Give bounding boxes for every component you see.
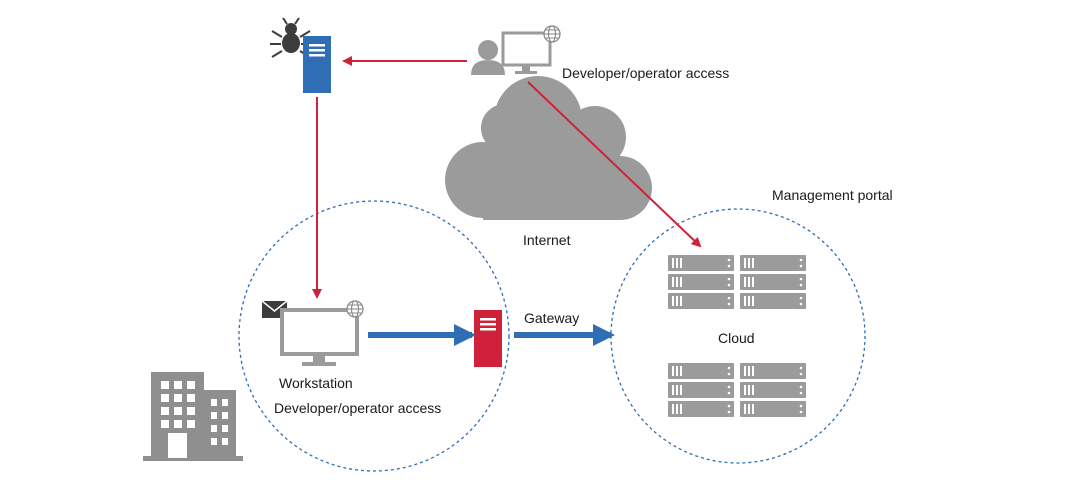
cloud-label: Cloud bbox=[718, 330, 755, 346]
gateway-label: Gateway bbox=[524, 310, 579, 326]
top-access-label: Developer/operator access bbox=[562, 65, 729, 81]
server-rack-icon bbox=[668, 363, 806, 417]
management-portal-label: Management portal bbox=[772, 187, 893, 203]
bug-icon bbox=[270, 17, 312, 58]
gateway-icon bbox=[474, 310, 502, 367]
globe-icon bbox=[346, 300, 364, 318]
globe-icon bbox=[543, 25, 561, 43]
workstation-label: Workstation bbox=[279, 375, 353, 391]
compromised-server-icon bbox=[303, 36, 331, 93]
building-icon bbox=[143, 372, 243, 461]
server-rack-icon bbox=[668, 255, 806, 309]
cloud-icon bbox=[445, 76, 652, 220]
workstation-monitor-icon bbox=[280, 308, 359, 366]
access-arrow-to-cloud bbox=[527, 81, 702, 248]
user-icon bbox=[471, 40, 505, 75]
internet-label: Internet bbox=[523, 232, 571, 248]
local-network-zone bbox=[238, 200, 510, 472]
bottom-access-label: Developer/operator access bbox=[274, 400, 441, 416]
monitor-icon bbox=[501, 31, 552, 74]
